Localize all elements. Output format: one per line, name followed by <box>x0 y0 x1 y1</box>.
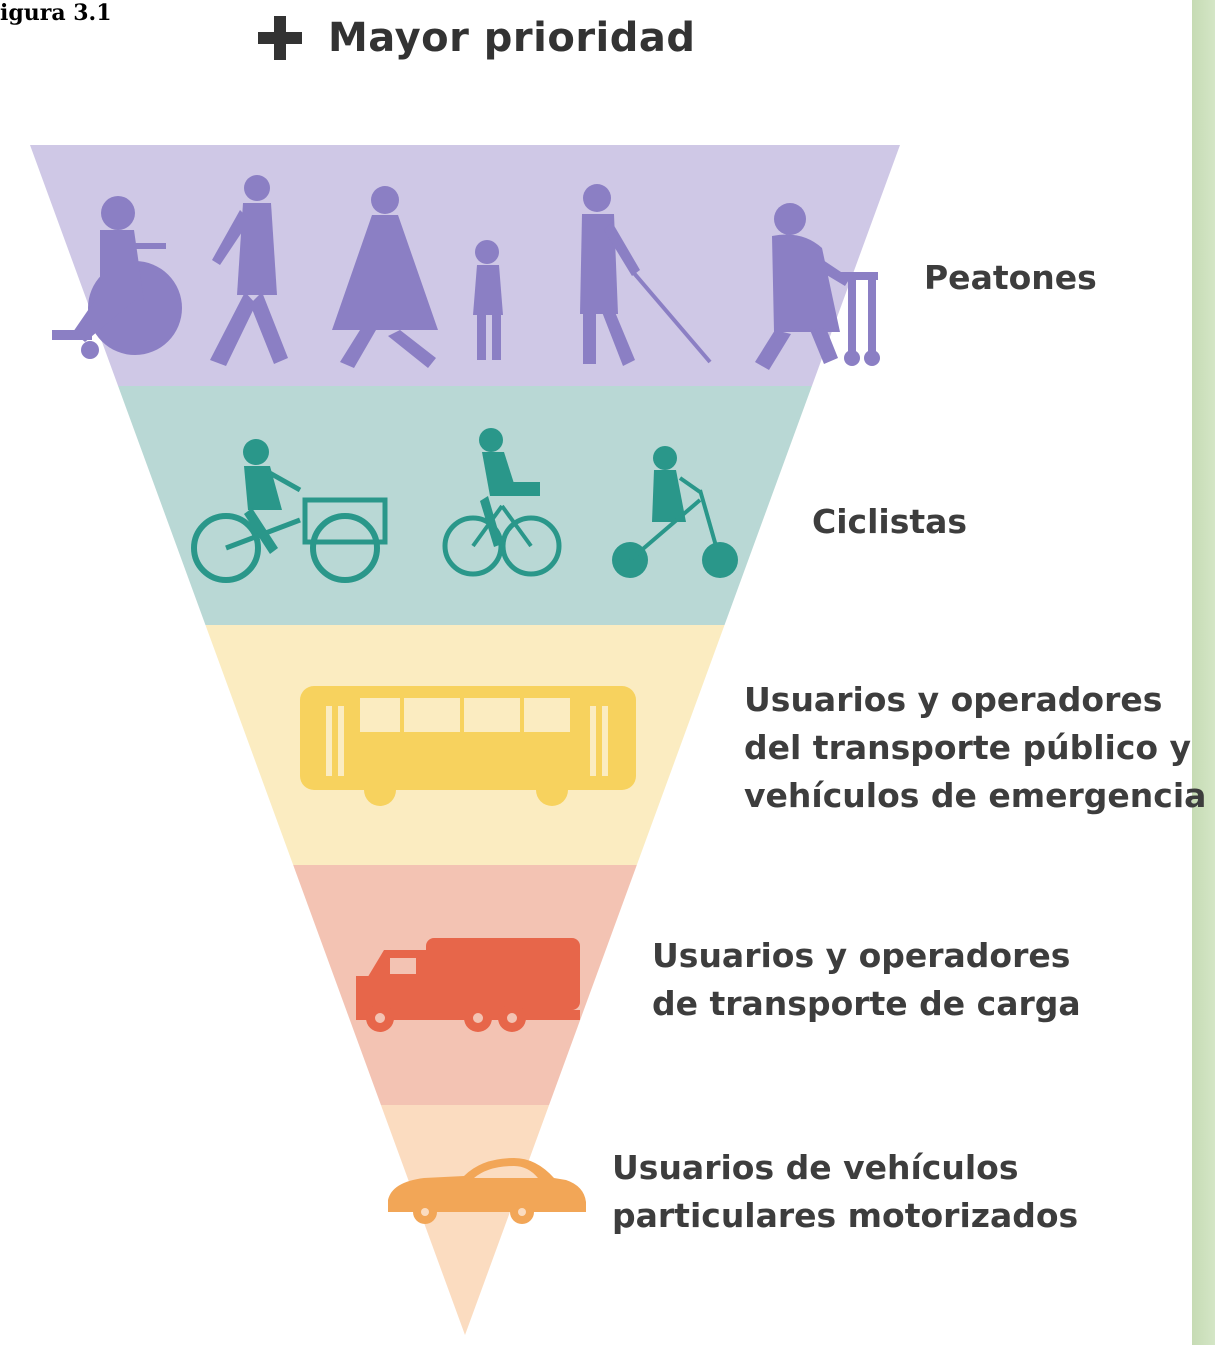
header: Mayor prioridad <box>258 8 696 68</box>
tier-label-cargo: Usuarios y operadores de transporte de c… <box>652 936 1081 1023</box>
tier-label-private-vehicles: Usuarios de vehículos particulares motor… <box>612 1148 1079 1235</box>
elderly-walker-icon <box>755 203 880 370</box>
tier-bands <box>30 145 900 1335</box>
garbage-truck-icon <box>356 938 580 1032</box>
folding-bike-cyclist-icon <box>612 446 738 578</box>
header-title: Mayor prioridad <box>328 15 696 61</box>
truck-figure <box>356 938 580 1032</box>
plus-icon <box>258 16 302 60</box>
side-panel <box>1192 0 1215 1345</box>
wheelchair-user-icon <box>52 196 182 359</box>
car-icon <box>388 1158 586 1224</box>
cyclist-icon <box>442 428 562 577</box>
car-figure <box>388 1158 586 1224</box>
cyclist-figures <box>191 428 738 583</box>
tier-label-cyclists: Ciclistas <box>812 502 968 541</box>
tier-label-public-transport: Usuarios y operadores del transporte púb… <box>744 680 1207 815</box>
figure-caption-fragment: igura 3.1 <box>0 0 112 26</box>
pedestrian-figures <box>52 175 880 370</box>
cargo-tricycle-icon <box>191 439 388 583</box>
walking-man-icon <box>210 175 288 366</box>
bus-figure <box>300 686 636 806</box>
child-icon <box>473 240 503 360</box>
band-cyclists <box>118 386 812 625</box>
blind-pedestrian-icon <box>580 184 712 366</box>
walking-woman-icon <box>332 186 438 368</box>
tier-label-pedestrians: Peatones <box>924 258 1097 297</box>
bus-icon <box>300 686 636 806</box>
